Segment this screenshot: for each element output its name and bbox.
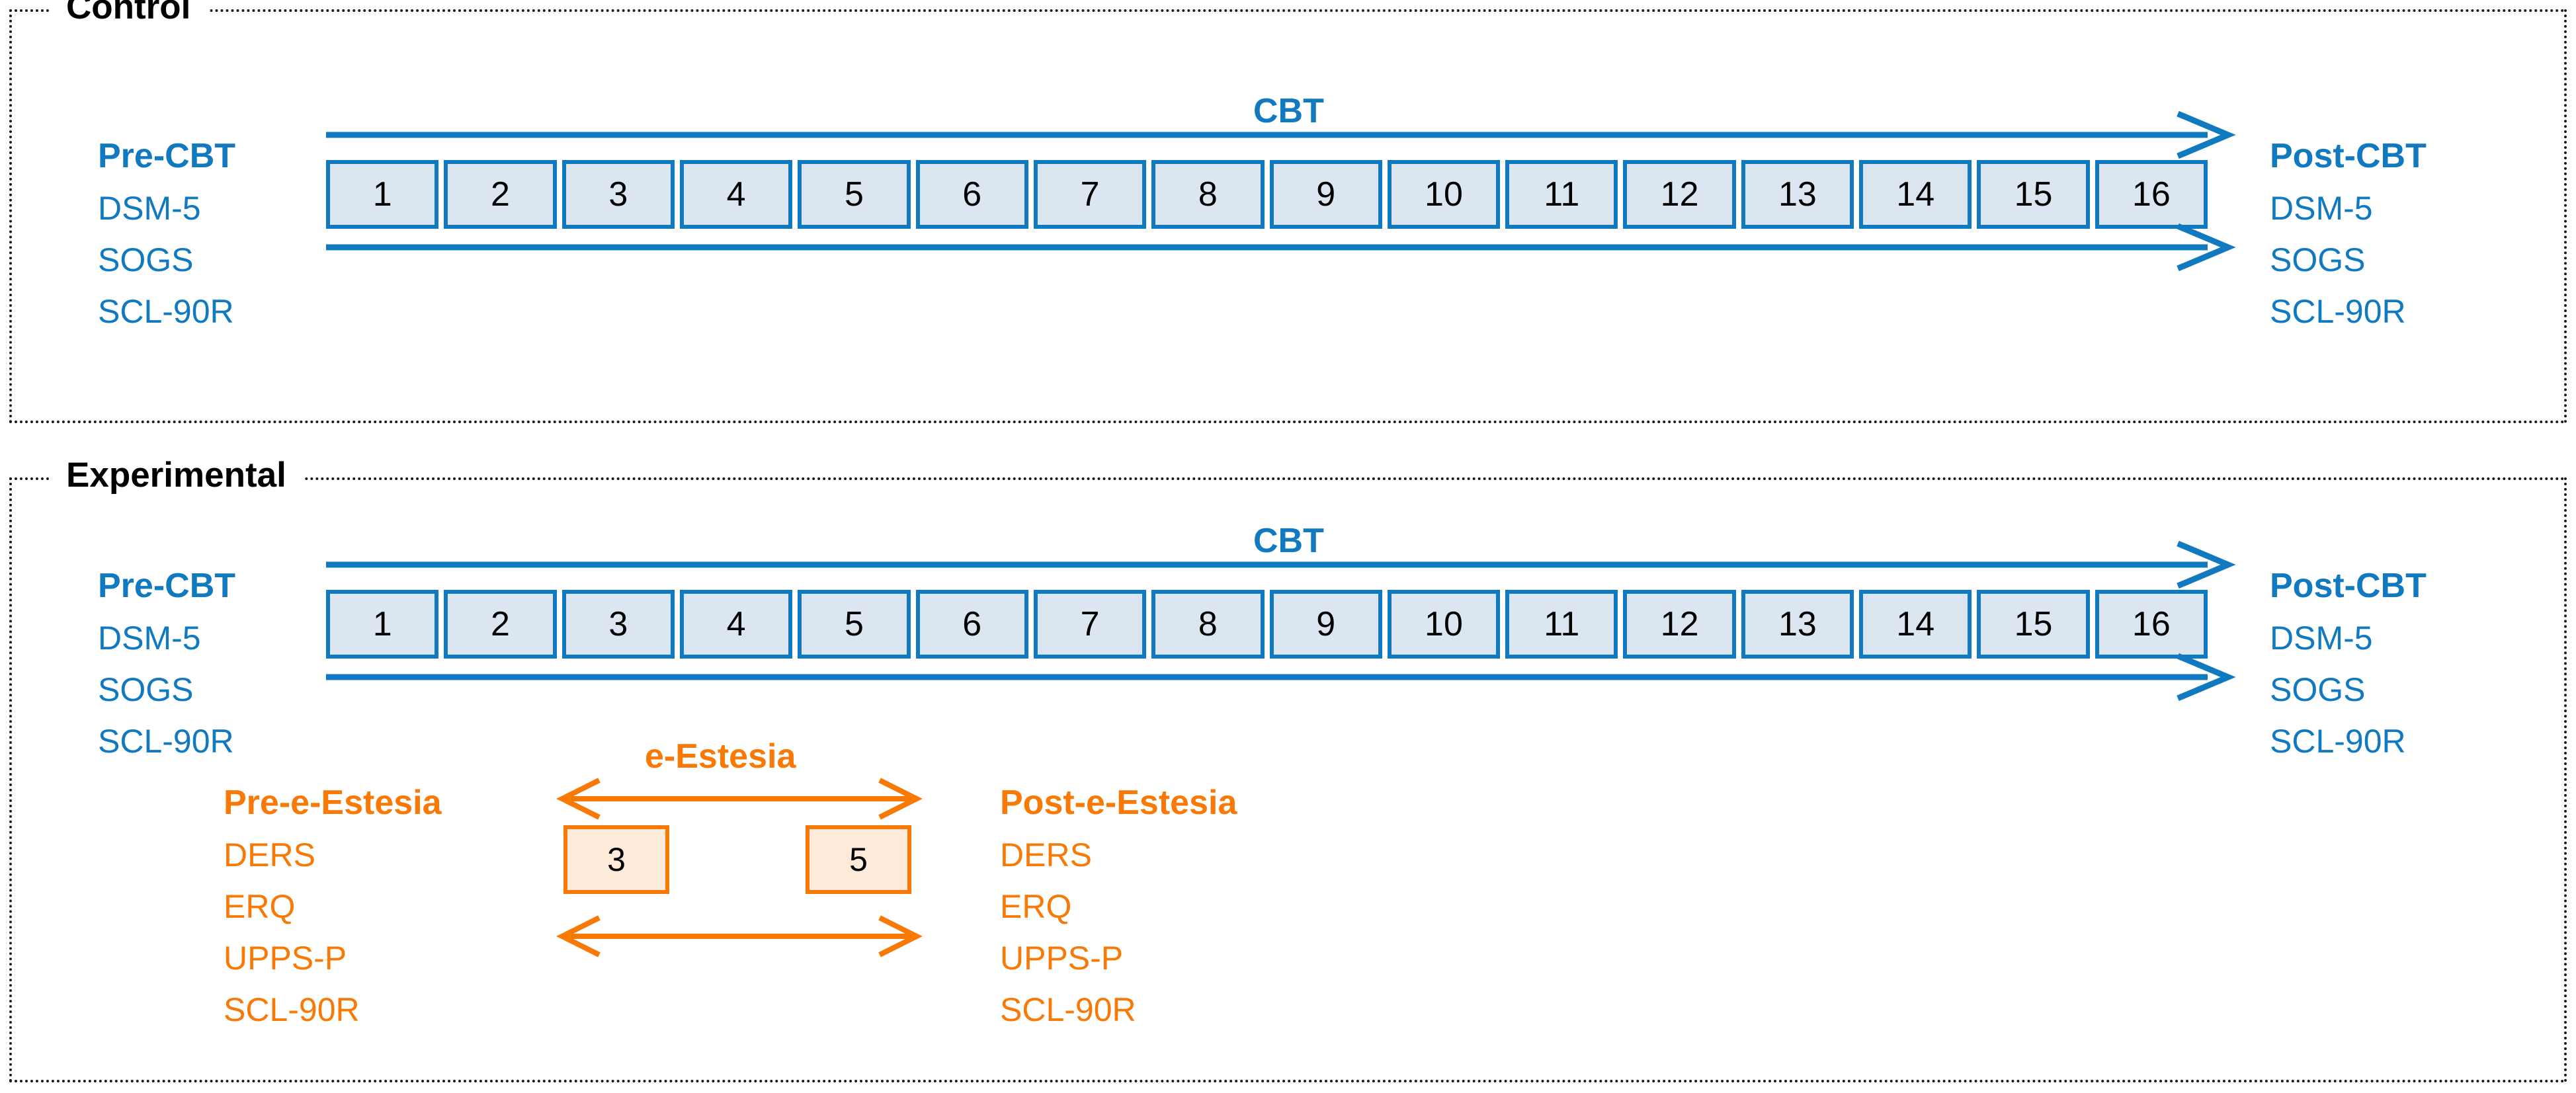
control-cbt-bottom-arrow [326,223,2236,272]
e-estesia-top-double-arrow [556,778,923,820]
control-session-box-6: 6 [915,160,1028,229]
control-session-box-7: 7 [1033,160,1147,229]
experimental-group-panel [9,477,2567,1082]
control-cbt-top-arrow [326,110,2236,159]
experimental-session-box-14: 14 [1859,590,1972,659]
control-post-measure-scl90r: SCL-90R [2270,293,2406,330]
control-pre-measure-scl90r: SCL-90R [98,293,234,330]
control-session-box-13: 13 [1741,160,1854,229]
pre-e-estesia-measure-erq: ERQ [224,888,296,925]
experimental-session-box-8: 8 [1151,590,1265,659]
experimental-session-box-9: 9 [1269,590,1382,659]
e-estesia-session-box-3: 3 [563,825,669,894]
experimental-post-cbt-heading: Post-CBT [2270,567,2427,605]
control-session-box-15: 15 [1977,160,2090,229]
experimental-post-measure-sogs: SOGS [2270,671,2366,708]
control-session-box-9: 9 [1269,160,1382,229]
control-pre-measure-sogs: SOGS [98,241,194,278]
control-post-cbt-heading: Post-CBT [2270,137,2427,175]
experimental-cbt-top-arrow [326,540,2236,589]
control-session-box-3: 3 [561,160,675,229]
experimental-pre-measure-scl90r: SCL-90R [98,723,234,760]
control-group-panel [9,9,2567,423]
pre-e-estesia-measure-scl90r: SCL-90R [224,991,360,1028]
experimental-session-box-15: 15 [1977,590,2090,659]
post-e-estesia-heading: Post-e-Estesia [1000,784,1237,822]
experimental-pre-measure-sogs: SOGS [98,671,194,708]
post-e-estesia-measure-uppsp: UPPS-P [1000,940,1124,977]
control-session-box-4: 4 [679,160,793,229]
control-session-box-14: 14 [1859,160,1972,229]
experimental-session-box-7: 7 [1033,590,1147,659]
control-session-box-1: 1 [326,160,439,229]
control-session-box-12: 12 [1623,160,1736,229]
experimental-session-box-16: 16 [2095,590,2208,659]
control-pre-cbt-heading: Pre-CBT [98,137,236,175]
experimental-post-measure-scl90r: SCL-90R [2270,723,2406,760]
experimental-group-title: Experimental [49,458,304,493]
experimental-session-box-3: 3 [561,590,675,659]
experimental-pre-cbt-heading: Pre-CBT [98,567,236,605]
experimental-cbt-arrow-label: CBT [1253,522,1324,560]
control-session-box-8: 8 [1151,160,1265,229]
pre-e-estesia-measure-uppsp: UPPS-P [224,940,347,977]
experimental-session-box-4: 4 [679,590,793,659]
post-e-estesia-measure-erq: ERQ [1000,888,1072,925]
control-pre-measure-dsm5: DSM-5 [98,190,201,227]
control-cbt-arrow-label: CBT [1253,92,1324,130]
control-post-measure-sogs: SOGS [2270,241,2366,278]
e-estesia-arrow-label: e-Estesia [645,737,796,776]
pre-e-estesia-measure-ders: DERS [224,836,315,873]
control-post-measure-dsm5: DSM-5 [2270,190,2373,227]
experimental-session-box-6: 6 [915,590,1028,659]
experimental-session-box-12: 12 [1623,590,1736,659]
experimental-session-box-5: 5 [798,590,911,659]
e-estesia-session-box-5: 5 [806,825,911,894]
control-session-box-11: 11 [1505,160,1618,229]
post-e-estesia-measure-ders: DERS [1000,836,1092,873]
e-estesia-bottom-double-arrow [556,915,923,957]
experimental-pre-measure-dsm5: DSM-5 [98,620,201,657]
control-session-box-5: 5 [798,160,911,229]
experimental-session-box-13: 13 [1741,590,1854,659]
post-e-estesia-measure-scl90r: SCL-90R [1000,991,1136,1028]
control-session-box-16: 16 [2095,160,2208,229]
experimental-session-box-10: 10 [1387,590,1501,659]
pre-e-estesia-heading: Pre-e-Estesia [224,784,442,822]
control-session-box-2: 2 [444,160,557,229]
control-group-title: Control [49,0,208,24]
control-session-box-10: 10 [1387,160,1501,229]
experimental-session-box-2: 2 [444,590,557,659]
experimental-post-measure-dsm5: DSM-5 [2270,620,2373,657]
experimental-session-box-1: 1 [326,590,439,659]
experimental-cbt-bottom-arrow [326,653,2236,702]
experimental-session-box-11: 11 [1505,590,1618,659]
